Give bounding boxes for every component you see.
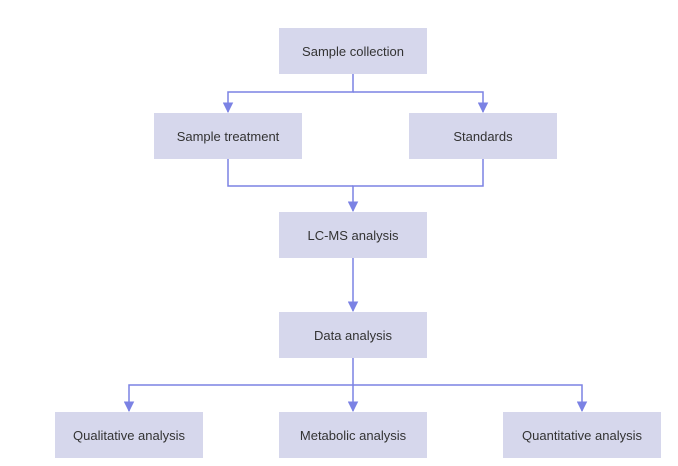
node-standards: Standards [409, 113, 557, 159]
edge-standards-to-lcms [347, 159, 484, 213]
node-label: LC-MS analysis [307, 227, 399, 243]
node-label: Qualitative analysis [73, 427, 185, 443]
node-label: Metabolic analysis [299, 427, 407, 443]
edge-collection-to-treatment [222, 74, 354, 114]
edge-data-to-quantitative [353, 384, 588, 413]
edge-data-to-qualitative [123, 358, 354, 413]
node-label: Standards [453, 128, 513, 144]
node-quantitative-analysis: Quantitative analysis [503, 412, 661, 458]
node-label: Sample treatment [176, 128, 280, 144]
node-label: Sample collection [302, 43, 404, 59]
node-lcms-analysis: LC-MS analysis [279, 212, 427, 258]
node-label: Data analysis [313, 327, 393, 343]
node-label: Quantitative analysis [522, 427, 642, 443]
edge-treatment-to-lcms [227, 159, 353, 187]
edge-collection-to-standards [353, 91, 489, 114]
node-data-analysis: Data analysis [279, 312, 427, 358]
node-metabolic-analysis: Metabolic analysis [279, 412, 427, 458]
node-sample-collection: Sample collection [279, 28, 427, 74]
node-sample-treatment: Sample treatment [154, 113, 302, 159]
node-qualitative-analysis: Qualitative analysis [55, 412, 203, 458]
